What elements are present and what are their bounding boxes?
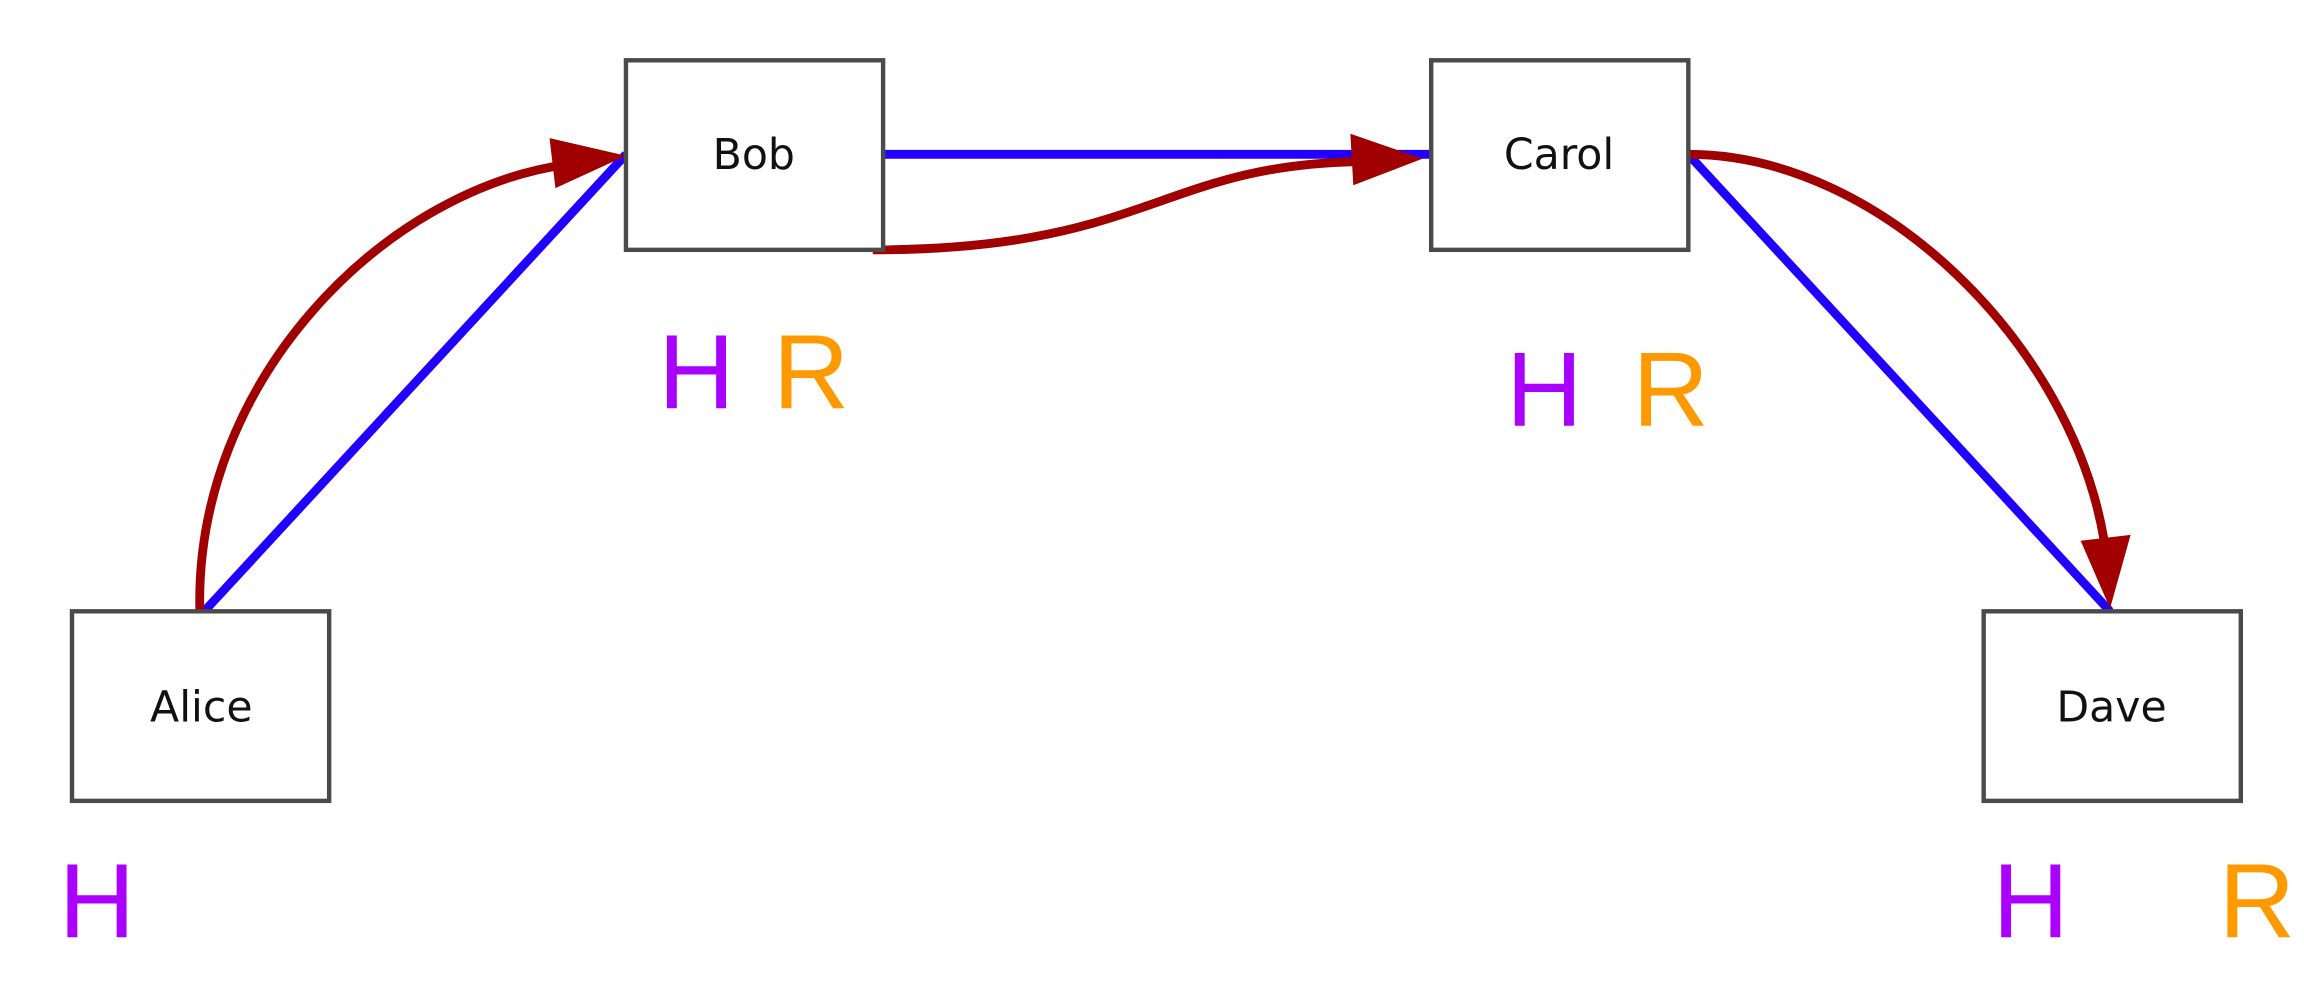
node-dave[interactable]: Dave bbox=[1981, 609, 2244, 804]
arrow-alice-bob bbox=[195, 160, 567, 612]
dave-tag-r: R bbox=[2219, 843, 2295, 961]
node-alice[interactable]: Alice bbox=[69, 609, 332, 804]
bob-tag-r: R bbox=[773, 314, 849, 432]
arrow-bob-carol bbox=[872, 157, 1360, 255]
alice-tag-h: H bbox=[59, 843, 135, 961]
carol-tag-r: R bbox=[1632, 331, 1708, 449]
node-label: Dave bbox=[2056, 682, 2166, 732]
arrowhead-bob-carol bbox=[1350, 133, 1423, 186]
carol-tag-h: H bbox=[1506, 331, 1582, 449]
arrowhead-alice-bob bbox=[549, 138, 626, 189]
arrowhead-carol-dave bbox=[2080, 534, 2131, 609]
node-bob[interactable]: Bob bbox=[623, 58, 886, 253]
link-carol-dave bbox=[1685, 151, 2114, 615]
node-label: Alice bbox=[150, 682, 252, 732]
link-alice-bob bbox=[201, 151, 630, 615]
node-carol[interactable]: Carol bbox=[1428, 58, 1691, 253]
dave-tag-h: H bbox=[1992, 843, 2068, 961]
arrow-carol-dave bbox=[1688, 149, 2109, 542]
bob-tag-h: H bbox=[658, 314, 734, 432]
node-label: Carol bbox=[1504, 130, 1614, 180]
node-label: Bob bbox=[713, 130, 795, 180]
